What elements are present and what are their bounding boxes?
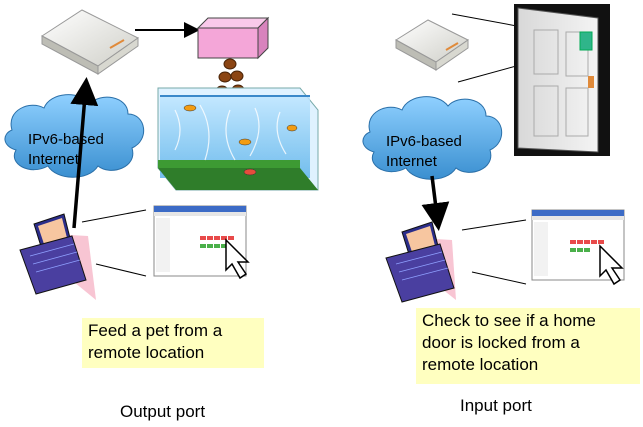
zoom-line-left-bottom: [95, 263, 147, 277]
caption-door-check-line3: remote location: [422, 355, 539, 374]
feeder-box-icon: [196, 16, 270, 60]
input-port-label: Input port: [460, 396, 532, 415]
cloud-label-left-line1: IPv6-based: [28, 131, 104, 148]
zoom-line-right-bottom: [471, 271, 527, 285]
cloud-icon-right: [362, 96, 503, 180]
fish-icon: [183, 104, 298, 176]
cursor-icon-right: [599, 244, 624, 286]
cloud-label-left-line2: Internet: [28, 151, 80, 168]
arrow-laptop-to-router-left: [70, 77, 99, 229]
door-icon: [514, 4, 610, 156]
zoom-line-right-top: [461, 219, 527, 231]
caption-feed-pet: Feed a pet from a remote location: [82, 318, 264, 368]
caption-feed-pet-line2: remote location: [88, 343, 205, 362]
zoom-line-left-top: [81, 209, 147, 223]
door-lock-icon: [579, 31, 593, 51]
aquarium-icon: [157, 87, 319, 191]
arrow-cloud-to-laptop-right: [421, 175, 450, 231]
cloud-icon-left: [4, 94, 145, 178]
router-icon-left: [41, 9, 139, 75]
caption-door-check-line2: door is locked from a: [422, 333, 580, 352]
door-handle-icon: [588, 76, 594, 88]
laptop-icon-left: [19, 213, 96, 300]
router-icon-right: [395, 19, 469, 71]
cloud-label-right-line2: Internet: [386, 153, 438, 170]
caption-door-check: Check to see if a home door is locked fr…: [416, 308, 640, 384]
laptop-icon-right: [385, 221, 456, 303]
caption-door-check-line1: Check to see if a home: [422, 311, 596, 330]
cloud-label-right-line1: IPv6-based: [386, 133, 462, 150]
caption-feed-pet-line1: Feed a pet from a: [88, 321, 223, 340]
cursor-icon-left: [225, 238, 250, 280]
output-port-label: Output port: [120, 402, 206, 421]
